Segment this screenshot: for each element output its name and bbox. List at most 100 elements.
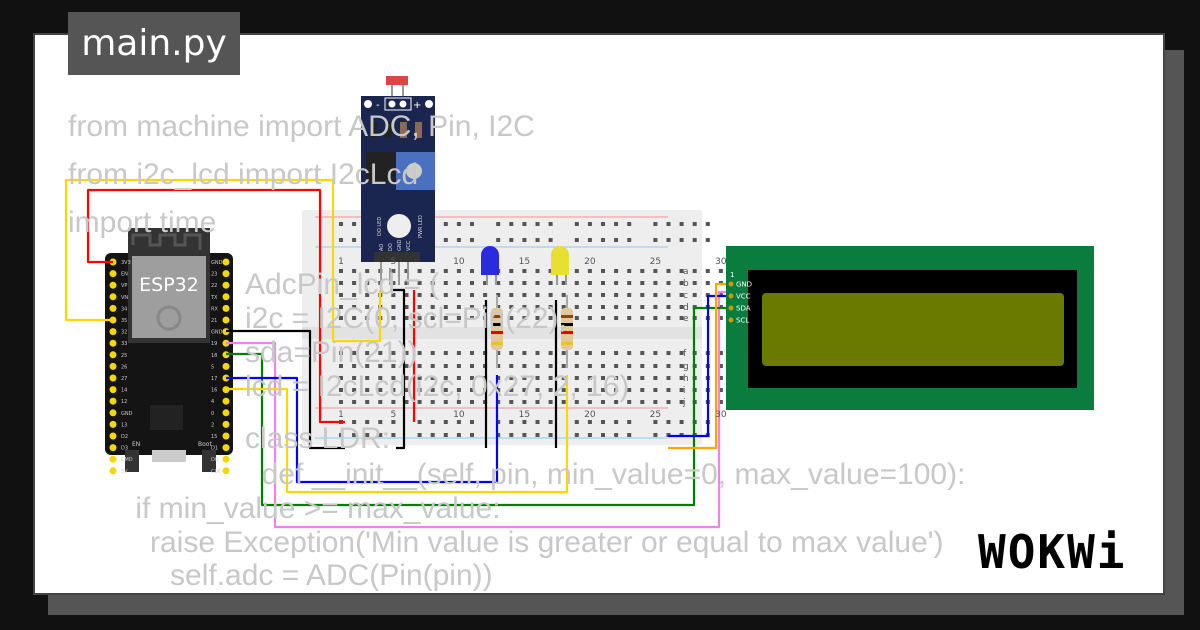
pin-left[interactable]	[109, 339, 117, 347]
row-label: b	[683, 279, 689, 289]
pin-left[interactable]	[109, 374, 117, 382]
pin-left[interactable]	[109, 432, 117, 440]
lcd-pin-label: SCL	[736, 317, 749, 325]
pin-label: 14	[121, 388, 127, 394]
pin-right[interactable]	[222, 397, 230, 405]
pin-label: 3V3	[121, 260, 131, 266]
pin-left[interactable]	[109, 328, 117, 336]
en-label: EN	[132, 441, 140, 448]
pin-right[interactable]	[222, 304, 230, 312]
pin-label: 33	[121, 341, 127, 347]
pin-label: VN	[121, 295, 128, 301]
column-label: 5	[391, 410, 397, 420]
boot-button[interactable]	[202, 450, 216, 472]
wire-red	[86, 188, 345, 424]
pin-left[interactable]	[109, 444, 117, 452]
pin-label: CMD	[121, 457, 133, 463]
resistor-1	[491, 295, 503, 368]
ldr-pin-label: VCC	[406, 240, 412, 251]
wire-yellow	[64, 178, 382, 343]
wire-yellow-2	[226, 375, 569, 494]
pin-right[interactable]	[222, 409, 230, 417]
row-label: d	[683, 303, 689, 313]
pin-right[interactable]	[222, 258, 230, 266]
pin-label: EN	[121, 272, 128, 278]
pin-label: 32	[121, 330, 127, 336]
led-yellow[interactable]	[551, 246, 569, 285]
minus-label: -	[376, 100, 380, 111]
column-label: 15	[519, 410, 530, 420]
pin-label: GND	[121, 411, 133, 417]
pin-left[interactable]	[109, 386, 117, 394]
column-label: 1	[338, 257, 344, 267]
pin-label: 12	[121, 399, 127, 405]
do-led-label: DO LED	[377, 217, 383, 236]
pin-right[interactable]	[222, 270, 230, 278]
pin-left[interactable]	[109, 455, 117, 463]
pin-right[interactable]	[222, 432, 230, 440]
pin-label: 17	[211, 376, 217, 382]
esp32-board: ESP32 EN Boot 3V3ENVPVN34353233252627141…	[105, 228, 233, 475]
pin-label: 5V	[121, 469, 128, 475]
ldr-pin-label: DO	[388, 243, 394, 251]
column-label: 30	[715, 410, 727, 420]
resistor-2	[561, 295, 573, 368]
pin-label: 18	[211, 353, 217, 359]
column-label: 30	[715, 257, 727, 267]
pin-label: 4	[211, 399, 214, 405]
led-blue[interactable]	[481, 246, 499, 285]
pin-label: 26	[121, 364, 127, 370]
pin-right[interactable]	[222, 444, 230, 452]
pin-right[interactable]	[222, 316, 230, 324]
pin-right[interactable]	[222, 455, 230, 463]
row-label: f	[683, 349, 687, 359]
pin-right[interactable]	[222, 362, 230, 370]
ldr-pin-label: AO	[379, 244, 385, 251]
pin-label: 15	[211, 434, 217, 440]
pin-right[interactable]	[222, 281, 230, 289]
pin-left[interactable]	[109, 293, 117, 301]
plus-label: +	[413, 100, 421, 111]
pin-right[interactable]	[222, 467, 230, 475]
row-label: j	[682, 398, 686, 408]
pin-label: 23	[211, 272, 217, 278]
pin-label: CLK	[211, 469, 221, 475]
pin-right[interactable]	[222, 420, 230, 428]
pin-left[interactable]	[109, 351, 117, 359]
en-button[interactable]	[125, 450, 139, 472]
pin-label: 2	[211, 422, 214, 428]
pin-label: 16	[211, 388, 217, 394]
wokwi-logo: WOKWi	[978, 525, 1127, 579]
column-label: 10	[453, 410, 465, 420]
pin-left[interactable]	[109, 420, 117, 428]
lcd-pin-label: SDA	[736, 305, 751, 313]
pin-left[interactable]	[109, 281, 117, 289]
pin-left[interactable]	[109, 467, 117, 475]
row-label: a	[683, 267, 689, 277]
pin-right[interactable]	[222, 293, 230, 301]
row-label: i	[683, 386, 686, 396]
pwr-led-label: PWR LED	[418, 215, 424, 238]
wire-green	[226, 306, 726, 507]
lcd-pin-label: GND	[736, 281, 752, 289]
pin-label: 13	[121, 422, 127, 428]
file-tab[interactable]: main.py	[68, 12, 240, 75]
pin-left[interactable]	[109, 409, 117, 417]
column-label: 25	[650, 410, 661, 420]
lcd-pin-header: 1	[730, 271, 734, 279]
pin-left[interactable]	[109, 304, 117, 312]
row-label: c	[683, 291, 688, 301]
pin-label: 34	[121, 306, 127, 312]
pin-label: 19	[211, 341, 217, 347]
column-label: 20	[584, 257, 596, 267]
pin-label: D2	[121, 434, 128, 440]
pin-left[interactable]	[109, 397, 117, 405]
pin-left[interactable]	[109, 270, 117, 278]
pin-label: 35	[121, 318, 127, 324]
esp32-label: ESP32	[139, 274, 199, 296]
pin-left[interactable]	[109, 362, 117, 370]
pin-label: 27	[121, 376, 127, 382]
pin-label: 21	[211, 318, 217, 324]
